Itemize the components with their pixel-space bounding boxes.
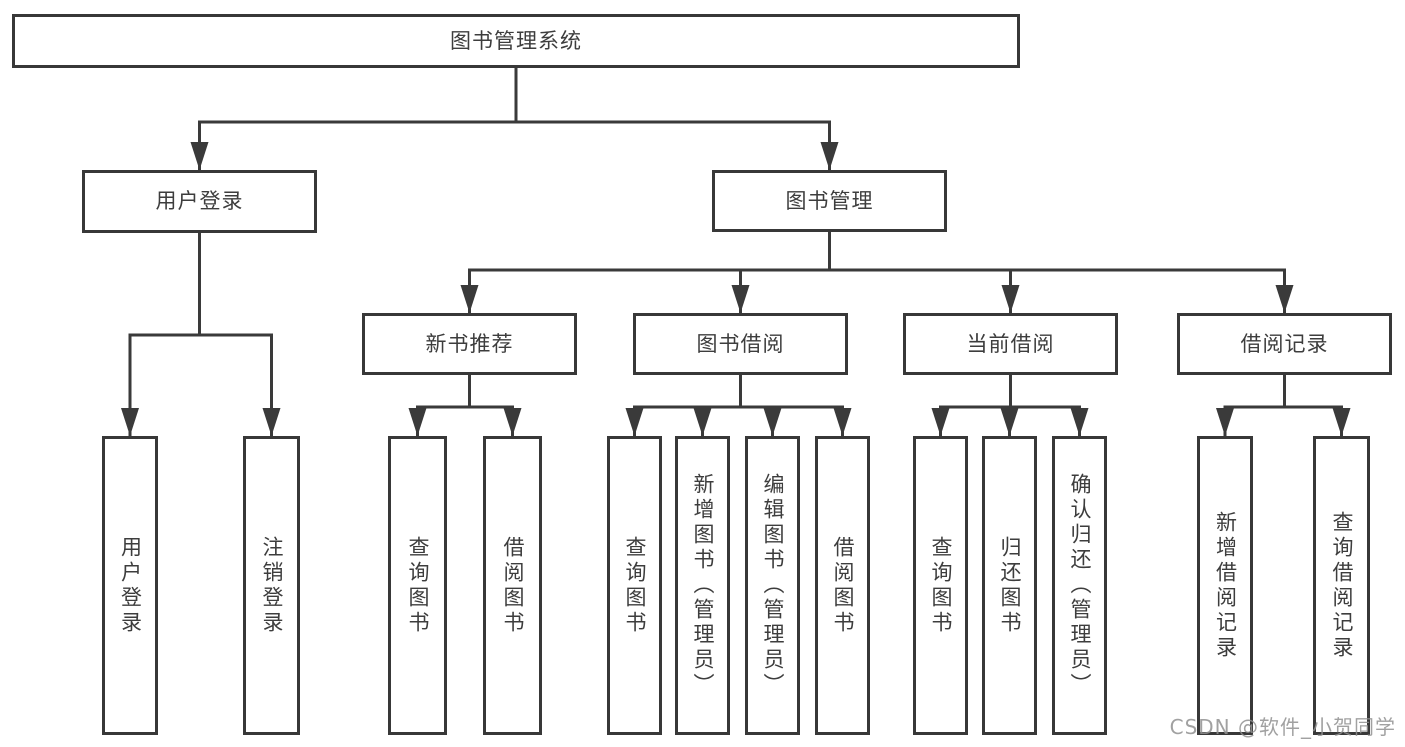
- node-user-login: 用户登录: [82, 170, 317, 233]
- node-leaf-edit-books-admin: 编辑图书（管理员）: [745, 436, 800, 735]
- node-new-book-recommend: 新书推荐: [362, 313, 577, 375]
- node-leaf-query-books-recommend: 查询图书: [388, 436, 447, 735]
- watermark-text: CSDN @软件_小贺同学: [1169, 715, 1396, 739]
- node-label: 图书管理系统: [450, 28, 582, 53]
- node-leaf-add-books-admin: 新增图书（管理员）: [675, 436, 730, 735]
- node-label: 图书借阅: [696, 331, 785, 356]
- node-label: 当前借阅: [966, 331, 1055, 356]
- node-label: 查询图书: [406, 535, 430, 636]
- node-current-borrowing: 当前借阅: [903, 313, 1118, 375]
- node-leaf-confirm-return-admin: 确认归还（管理员）: [1052, 436, 1107, 735]
- node-book-management: 图书管理: [712, 170, 947, 232]
- node-label: 图书管理: [785, 188, 874, 213]
- node-label: 用户登录: [155, 189, 244, 213]
- node-book-borrowing: 图书借阅: [633, 313, 848, 375]
- node-label: 归还图书: [998, 535, 1022, 636]
- node-library-management-system: 图书管理系统: [12, 14, 1020, 68]
- node-label: 注销登录: [260, 535, 284, 636]
- node-label: 查询借阅记录: [1330, 510, 1354, 661]
- node-label: 借阅记录: [1240, 331, 1329, 356]
- node-label: 查询图书: [929, 535, 953, 636]
- node-label: 新增图书（管理员）: [691, 473, 715, 698]
- node-leaf-query-books-current: 查询图书: [913, 436, 968, 735]
- node-label: 新增借阅记录: [1213, 510, 1238, 661]
- node-leaf-borrow-books: 借阅图书: [815, 436, 870, 735]
- node-label: 借阅图书: [501, 535, 525, 636]
- node-label: 查询图书: [623, 535, 647, 636]
- node-leaf-query-books-borrow: 查询图书: [607, 436, 662, 735]
- node-label: 用户登录: [118, 535, 143, 636]
- node-leaf-logout: 注销登录: [243, 436, 300, 735]
- node-leaf-user-login: 用户登录: [102, 436, 158, 735]
- node-leaf-borrow-books-recommend: 借阅图书: [483, 436, 542, 735]
- node-label: 编辑图书（管理员）: [761, 473, 785, 698]
- node-label: 借阅图书: [831, 535, 855, 636]
- node-label: 新书推荐: [425, 331, 514, 356]
- node-leaf-return-books: 归还图书: [982, 436, 1037, 735]
- node-leaf-query-borrow-record: 查询借阅记录: [1313, 436, 1370, 735]
- node-leaf-add-borrow-record: 新增借阅记录: [1197, 436, 1253, 735]
- node-borrowing-records: 借阅记录: [1177, 313, 1392, 375]
- node-label: 确认归还（管理员）: [1068, 473, 1092, 698]
